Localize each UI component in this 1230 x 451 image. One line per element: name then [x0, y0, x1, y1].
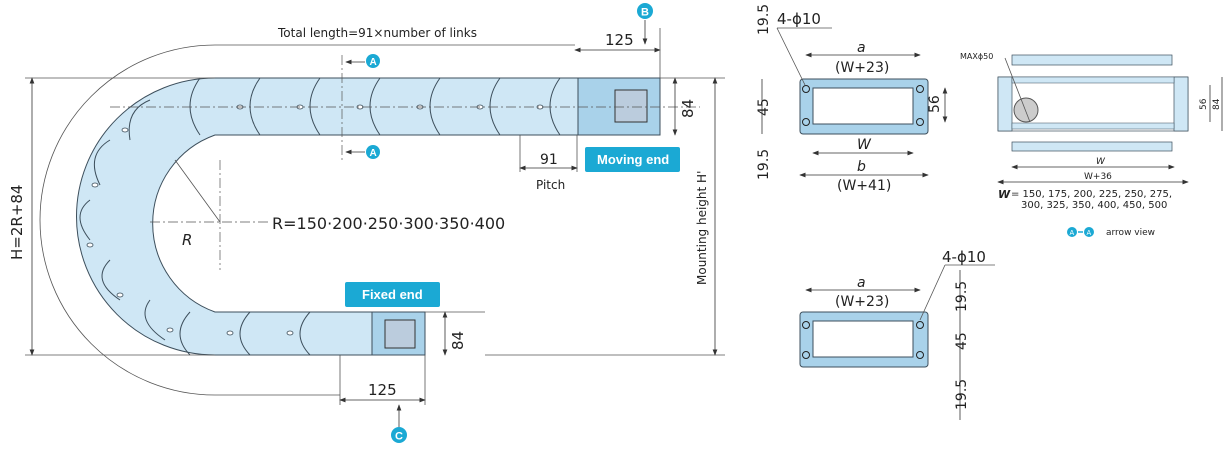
svg-text:A: A	[1070, 230, 1075, 237]
overall-height-dim: H=2R+84	[8, 185, 26, 260]
w-values-label: W	[998, 188, 1011, 201]
fixed-end-connector	[384, 319, 416, 349]
total-length-label: Total length=91×number of links	[277, 26, 477, 40]
side-view: R R=150·200·250·300·350·400 Total length…	[8, 3, 725, 443]
radius-values: R=150·200·250·300·350·400	[272, 214, 505, 233]
pitch-label: Pitch	[536, 178, 565, 192]
b-formula: (W+41)	[837, 178, 891, 194]
section-view: MAXϕ50 56 84 W W+36 W = 150, 175, 200, 2…	[960, 52, 1223, 238]
a-label: a	[857, 40, 866, 56]
svg-text:A: A	[370, 57, 377, 68]
pitch-value: 91	[540, 152, 558, 168]
marker-a-top: A	[345, 54, 380, 68]
section-w36-dim: W+36	[1084, 172, 1112, 182]
chain-body	[76, 77, 661, 356]
top-125-dim: 125	[605, 31, 634, 49]
fixed-bottom-margin-dim: 19.5	[954, 379, 970, 410]
section-84-dim: 84	[1212, 98, 1222, 110]
marker-b: B	[637, 3, 653, 45]
fixed-bracket-view: 4-ϕ10 a (W+23) 19.5 45 19.5	[799, 248, 995, 420]
mounting-height-dim: Mounting height H'	[695, 171, 709, 285]
fixed-top-margin-dim: 19.5	[954, 281, 970, 312]
bottom-margin-dim: 19.5	[756, 149, 772, 180]
fixed-a-formula: (W+23)	[835, 294, 889, 310]
section-w-dim: W	[1096, 157, 1106, 167]
bottom-84-dim: 84	[449, 331, 467, 350]
svg-text:A: A	[1087, 230, 1092, 237]
moving-bracket-view: 4-ϕ10 a (W+23) W b (W+41) 19.5 45 19.5 5…	[756, 4, 948, 194]
w-values-line-2: 300, 325, 350, 400, 450, 500	[1021, 200, 1167, 211]
svg-text:B: B	[641, 7, 649, 19]
fixed-end-label: Fixed end	[362, 287, 423, 302]
svg-text:A: A	[370, 148, 377, 159]
top-margin-dim: 19.5	[756, 4, 772, 35]
top-84-dim: 84	[679, 99, 697, 118]
moving-end-label: Moving end	[597, 152, 669, 167]
fixed-end-badge	[345, 282, 440, 307]
bottom-125-dim: 125	[368, 381, 397, 399]
radius-symbol: R	[182, 231, 192, 249]
inner-height-dim: 56	[927, 95, 943, 113]
fixed-hole-spacing-dim: 45	[954, 332, 970, 350]
hole-spacing-dim: 45	[756, 98, 772, 116]
fixed-holes-label: 4-ϕ10	[942, 248, 986, 266]
w-values-line-1: = 150, 175, 200, 225, 250, 275,	[1011, 189, 1172, 200]
fixed-a-label: a	[857, 275, 866, 291]
section-56-dim: 56	[1199, 98, 1209, 110]
arrow-view-legend: A A arrow view	[1067, 227, 1155, 238]
marker-a-bottom: A	[345, 145, 380, 159]
a-formula: (W+23)	[835, 60, 889, 76]
outer-envelope	[39, 44, 575, 396]
w-label: W	[857, 137, 872, 153]
moving-end-badge	[585, 147, 680, 172]
moving-end-connector	[614, 89, 648, 123]
max-diameter-label: MAXϕ50	[960, 52, 993, 61]
marker-c: C	[391, 404, 407, 443]
moving-holes-label: 4-ϕ10	[777, 10, 821, 28]
svg-text:C: C	[395, 431, 403, 443]
legend-text: arrow view	[1106, 228, 1155, 238]
b-label: b	[857, 159, 866, 175]
